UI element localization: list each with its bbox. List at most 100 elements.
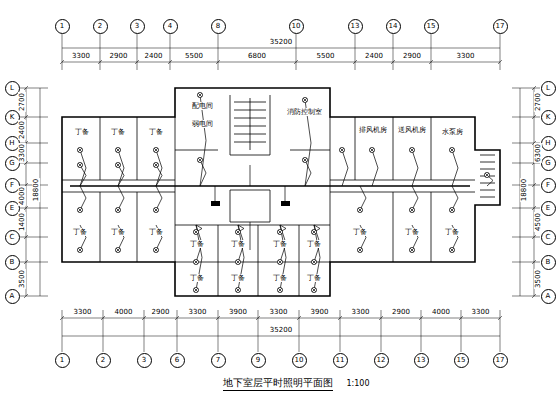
axis-label: 1 bbox=[60, 22, 64, 30]
axis-bubble: H bbox=[541, 136, 556, 151]
axis-label: 17 bbox=[496, 22, 505, 30]
dimension-text: 4000 bbox=[114, 308, 134, 316]
dimension-text: 3300 bbox=[71, 52, 91, 60]
axis-label: 2 bbox=[101, 356, 105, 364]
axis-bubble: 15 bbox=[454, 353, 469, 368]
axis-bubble: 13 bbox=[414, 353, 429, 368]
axis-bubble: A bbox=[541, 289, 556, 304]
dimension-text: 3300 bbox=[188, 308, 208, 316]
room-label: 丁备 bbox=[404, 228, 420, 236]
axis-bubble: 12 bbox=[374, 353, 389, 368]
axis-label: 11 bbox=[336, 356, 345, 364]
axis-label: B bbox=[10, 258, 15, 266]
axis-bubble: F bbox=[541, 178, 556, 193]
axis-label: 3 bbox=[142, 356, 146, 364]
axis-label: K bbox=[10, 113, 15, 121]
axis-label: 8 bbox=[216, 22, 220, 30]
axis-bubble: 15 bbox=[424, 19, 439, 34]
dimension-text: 35200 bbox=[269, 326, 293, 334]
light-fixtures bbox=[77, 92, 489, 292]
axis-bubble: 17 bbox=[493, 353, 508, 368]
room-label: 排风机房 bbox=[358, 126, 388, 134]
dimension-text: 2900 bbox=[151, 308, 171, 316]
room-label: 丁备 bbox=[444, 228, 460, 236]
room-label: 丁备 bbox=[189, 240, 205, 248]
dimension-text: 4500 bbox=[534, 212, 542, 232]
axis-label: C bbox=[546, 233, 551, 241]
axis-bubble: 6 bbox=[170, 353, 185, 368]
room-label: 丁备 bbox=[148, 228, 164, 236]
axis-bubble: 7 bbox=[211, 353, 226, 368]
axis-label: A bbox=[546, 292, 551, 300]
axis-label: C bbox=[10, 233, 15, 241]
dimension-text: 2900 bbox=[391, 308, 411, 316]
dimension-lines bbox=[20, 34, 540, 352]
dimension-text: 6300 bbox=[534, 143, 542, 163]
room-label: 丁备 bbox=[306, 240, 322, 248]
dimension-text: 3300 bbox=[471, 308, 491, 316]
axis-bubble: A bbox=[5, 289, 20, 304]
dimension-text: 2700 bbox=[18, 92, 26, 112]
drawing-title: 地下室层平时照明平面图 bbox=[223, 377, 333, 391]
dimension-text: 3300 bbox=[18, 143, 26, 163]
axis-bubble: 3 bbox=[130, 19, 145, 34]
dimension-text: 18800 bbox=[32, 178, 40, 202]
axis-label: L bbox=[546, 84, 550, 92]
axis-bubble: 14 bbox=[386, 19, 401, 34]
dimension-text: 2400 bbox=[364, 52, 384, 60]
axis-label: L bbox=[10, 84, 14, 92]
dimension-text: 4000 bbox=[18, 186, 26, 206]
dimension-text: 3300 bbox=[269, 308, 289, 316]
axis-label: 3 bbox=[135, 22, 139, 30]
axis-bubble: B bbox=[541, 255, 556, 270]
axis-bubble: 2 bbox=[96, 353, 111, 368]
room-label: 丁备 bbox=[110, 128, 126, 136]
outer-wall bbox=[62, 88, 500, 296]
dimension-text: 4000 bbox=[431, 308, 451, 316]
dimension-text: 3900 bbox=[228, 308, 248, 316]
dimension-text: 35200 bbox=[269, 38, 293, 46]
axis-bubble: 8 bbox=[211, 19, 226, 34]
dimension-text: 2400 bbox=[18, 120, 26, 140]
axis-label: F bbox=[10, 181, 14, 189]
axis-label: K bbox=[546, 113, 551, 121]
room-label: 弱电间 bbox=[191, 120, 214, 128]
room-label: 丁备 bbox=[230, 240, 246, 248]
axis-bubble: 10 bbox=[292, 353, 307, 368]
axis-label: 1 bbox=[60, 356, 64, 364]
dimension-text: 1400 bbox=[18, 212, 26, 232]
room-label: 丁备 bbox=[110, 228, 126, 236]
dimension-text: 2400 bbox=[144, 52, 164, 60]
axis-bubble: E bbox=[541, 201, 556, 216]
axis-bubble: 2 bbox=[93, 19, 108, 34]
room-label: 丁备 bbox=[230, 274, 246, 282]
distribution-panel bbox=[211, 201, 220, 206]
dimension-text: 6800 bbox=[247, 52, 267, 60]
axis-bubble: K bbox=[541, 110, 556, 125]
room-label: 丁备 bbox=[272, 240, 288, 248]
axis-label: E bbox=[10, 204, 14, 212]
axis-bubble: B bbox=[5, 255, 20, 270]
axis-label: 14 bbox=[389, 22, 398, 30]
axis-bubble: 10 bbox=[289, 19, 304, 34]
axis-label: 4 bbox=[168, 22, 172, 30]
room-label: 丁备 bbox=[72, 228, 88, 236]
axis-label: 15 bbox=[427, 22, 436, 30]
axis-label: 13 bbox=[417, 356, 426, 364]
dimension-text: 3300 bbox=[351, 308, 371, 316]
scale-text: 1:100 bbox=[345, 379, 370, 389]
distribution-panel bbox=[281, 201, 290, 206]
dimension-text: 3500 bbox=[534, 269, 542, 289]
axis-label: B bbox=[546, 258, 551, 266]
axis-bubble: 4 bbox=[163, 19, 178, 34]
room-label: 水泵房 bbox=[441, 128, 464, 136]
axis-label: 2 bbox=[98, 22, 102, 30]
axis-label: 6 bbox=[175, 356, 179, 364]
room-label: 丁备 bbox=[74, 128, 90, 136]
dimension-text: 3900 bbox=[310, 308, 330, 316]
room-label: 配电间 bbox=[191, 102, 214, 110]
dimension-text: 5500 bbox=[316, 52, 336, 60]
room-label: 丁备 bbox=[189, 274, 205, 282]
axis-bubble: L bbox=[541, 81, 556, 96]
